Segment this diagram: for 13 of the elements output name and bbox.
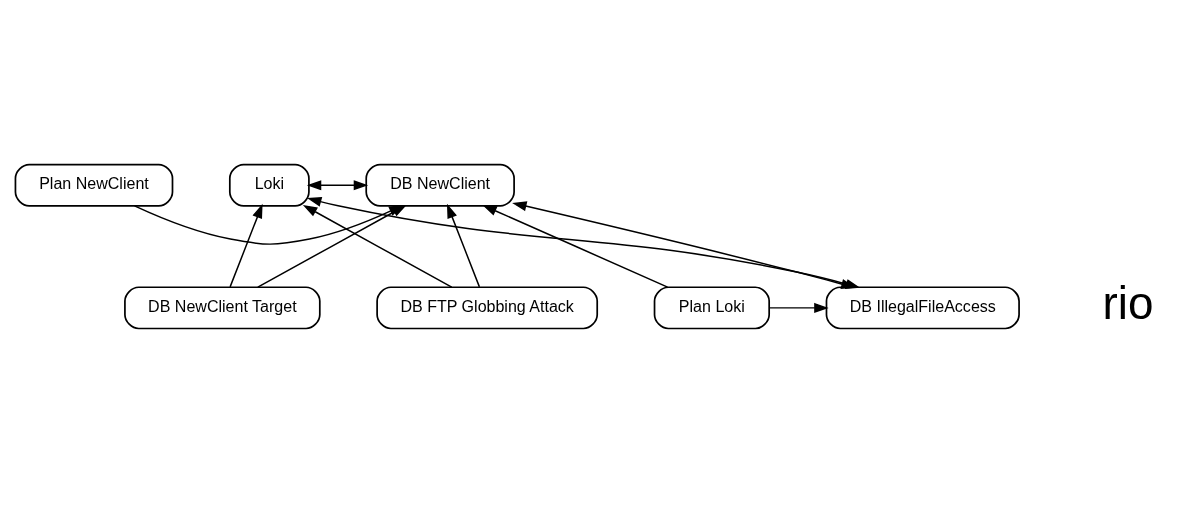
node-box: Plan Loki bbox=[653, 285, 770, 329]
arrow bbox=[229, 203, 263, 288]
node-box: DB NewClient bbox=[365, 163, 515, 207]
arrow bbox=[306, 179, 369, 190]
node-box: Loki bbox=[228, 163, 310, 207]
node-box: Plan NewClient bbox=[14, 163, 174, 207]
node-box: DB IllegalFileAccess bbox=[825, 285, 1020, 329]
node-box: DB NewClient Target bbox=[124, 285, 321, 329]
arrow bbox=[446, 203, 481, 288]
arrow bbox=[768, 302, 829, 313]
node-box: DB FTP Globbing Attack bbox=[376, 285, 599, 329]
label: rio bbox=[1102, 276, 1154, 329]
arrow bbox=[482, 204, 669, 288]
